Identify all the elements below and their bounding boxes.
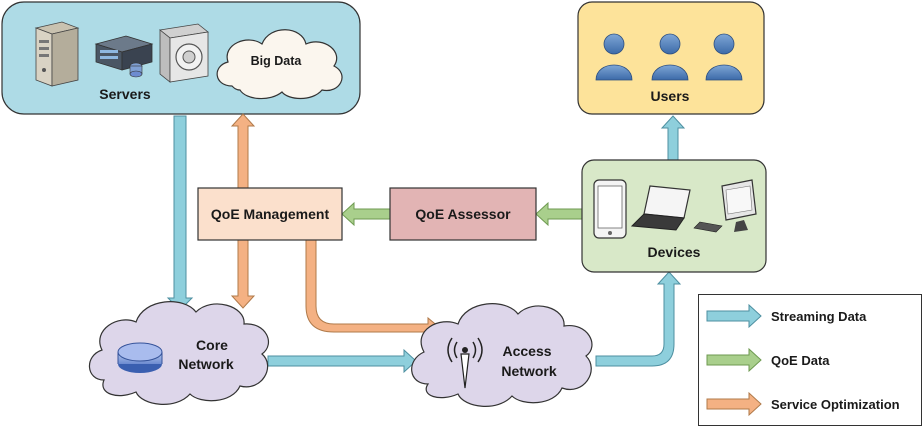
arrow-core-to-access (267, 348, 417, 374)
router-disk-icon (117, 342, 163, 373)
arrow-management-to-servers (230, 113, 256, 189)
tower-server-icon (34, 21, 80, 87)
access-network-label-line1: Access (502, 343, 551, 359)
user-icon (595, 33, 633, 81)
qoe-management-box: QoE Management (197, 187, 343, 241)
arrow-devices-to-assessor (535, 201, 583, 227)
legend-label-streaming: Streaming Data (771, 309, 867, 324)
arrow-access-to-devices (595, 271, 682, 367)
storage-server-icon (159, 23, 209, 83)
legend: Streaming Data QoE Data Service Optimiza… (698, 294, 922, 426)
servers-label: Servers (99, 86, 151, 102)
legend-item-streaming: Streaming Data (706, 303, 867, 329)
access-network-label-line2: Network (501, 363, 556, 379)
arrow-management-to-core (230, 239, 256, 309)
qoe-assessor-box: QoE Assessor (389, 187, 537, 241)
desktop-computer-icon (693, 179, 757, 233)
arrow-management-to-access (305, 239, 441, 340)
access-network-cloud: Access Network (411, 303, 593, 407)
big-data-label: Big Data (251, 54, 303, 68)
users-label: Users (651, 88, 690, 104)
qoe-assessor-label: QoE Assessor (415, 206, 511, 222)
legend-item-qoe-data: QoE Data (706, 347, 830, 373)
legend-item-optimization: Service Optimization (706, 391, 900, 417)
users-panel: Users (577, 1, 765, 115)
legend-items: Streaming Data QoE Data Service Optimiza… (706, 303, 900, 417)
devices-panel: Devices (581, 159, 767, 273)
user-icon (651, 33, 689, 81)
legend-label-qoe-data: QoE Data (771, 353, 830, 368)
laptop-icon (630, 185, 691, 231)
servers-panel: Big Data Servers (1, 1, 361, 115)
wireless-antenna-icon (447, 337, 483, 389)
core-network-cloud: Core Network (88, 301, 269, 405)
core-network-label-line2: Network (178, 356, 233, 372)
arrow-servers-to-core (166, 115, 194, 311)
big-data-cloud: Big Data (216, 29, 343, 100)
user-icon (705, 33, 743, 81)
legend-label-optimization: Service Optimization (771, 397, 900, 412)
arrow-devices-to-users (660, 115, 686, 161)
smartphone-icon (593, 179, 627, 239)
arrow-assessor-to-management (341, 201, 391, 227)
rack-server-icon (94, 35, 154, 78)
qoe-management-label: QoE Management (211, 206, 330, 222)
devices-label: Devices (648, 244, 701, 260)
core-network-label-line1: Core (196, 337, 228, 353)
